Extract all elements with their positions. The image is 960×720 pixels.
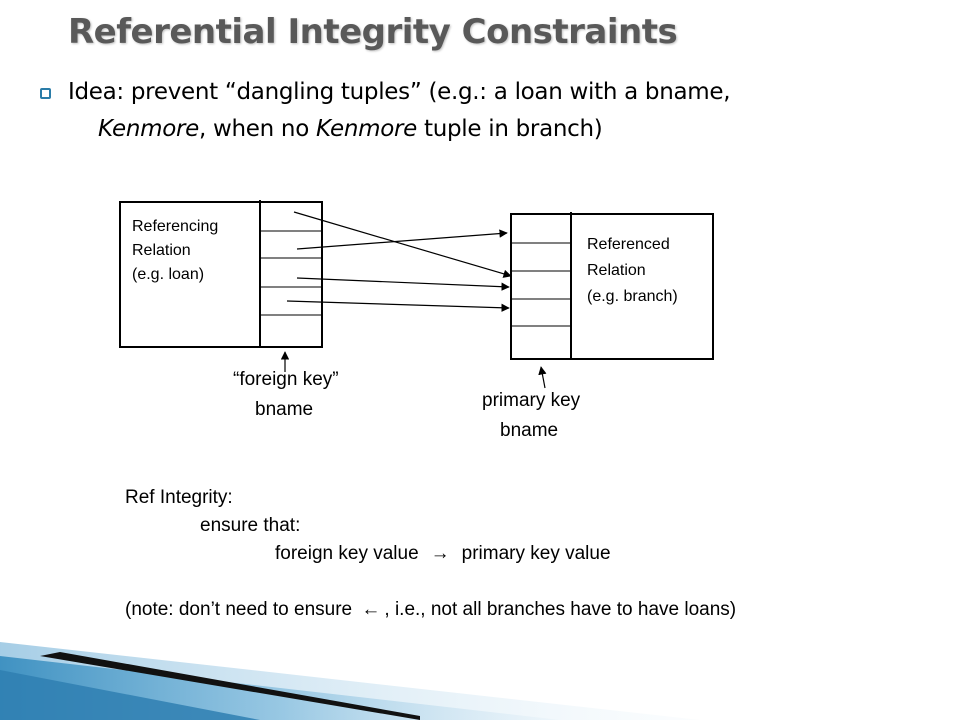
idea-line-2: Kenmore, when no Kenmore tuple in branch… [68, 111, 928, 148]
slide-title: Referential Integrity Constraints [68, 12, 678, 52]
idea-line-2-end: tuple in branch) [416, 116, 603, 142]
idea-line-1: Idea: prevent “dangling tuples” (e.g.: a… [68, 79, 731, 105]
ref-integrity-note: (note: don’t need to ensure ←, i.e., not… [125, 596, 736, 624]
primary-key-line-2: bname [500, 420, 559, 441]
referenced-line-1: Referenced [587, 236, 670, 253]
note-part-1: (note: don’t need to ensure [125, 599, 358, 620]
referencing-line-1: Referencing [132, 218, 219, 235]
rule-foreign-key-value: foreign key value [275, 543, 419, 564]
ref-integrity-block: Ref Integrity: ensure that: foreign key … [125, 484, 736, 624]
ref-integrity-spacer [125, 568, 736, 596]
foreign-key-line-2: bname [255, 399, 314, 420]
note-part-2: , i.e., not all branches have to have lo… [384, 599, 737, 620]
bullet-icon [40, 88, 51, 99]
referencing-relation-box [119, 201, 323, 348]
idea-line-2-mid: , when no [198, 116, 316, 142]
foreign-key-line-1: “foreign key” [233, 369, 339, 390]
ref-integrity-rule: foreign key value → primary key value [125, 540, 736, 568]
reference-arrow [296, 277, 510, 291]
left-arrow-icon: ← [361, 599, 381, 620]
decorative-swoosh [0, 642, 700, 720]
primary-key-pointer-arrow [538, 366, 547, 389]
referenced-line-2: Relation [587, 262, 646, 279]
referencing-line-3: (e.g. loan) [132, 266, 205, 283]
reference-arrow [296, 229, 508, 250]
ref-integrity-heading: Ref Integrity: [125, 487, 233, 508]
foreign-key-label: “foreign key” bname [233, 365, 339, 425]
referencing-relation-label: Referencing Relation (e.g. loan) [132, 215, 218, 287]
referenced-line-3: (e.g. branch) [587, 288, 678, 305]
idea-kenmore-1: Kenmore [98, 116, 199, 142]
referenced-relation-label: Referenced Relation (e.g. branch) [587, 232, 678, 310]
referenced-relation-box [510, 213, 714, 360]
primary-key-line-1: primary key [482, 390, 581, 411]
reference-arrow [293, 211, 512, 278]
ref-integrity-ensure: ensure that: [200, 515, 301, 536]
idea-text: Idea: prevent “dangling tuples” (e.g.: a… [68, 74, 928, 148]
right-arrow-icon: → [430, 543, 450, 564]
referencing-line-2: Relation [132, 242, 191, 259]
rule-primary-key-value: primary key value [461, 543, 611, 564]
idea-kenmore-2: Kenmore [316, 116, 417, 142]
reference-arrow [286, 300, 510, 312]
primary-key-label: primary key bname [482, 386, 580, 446]
